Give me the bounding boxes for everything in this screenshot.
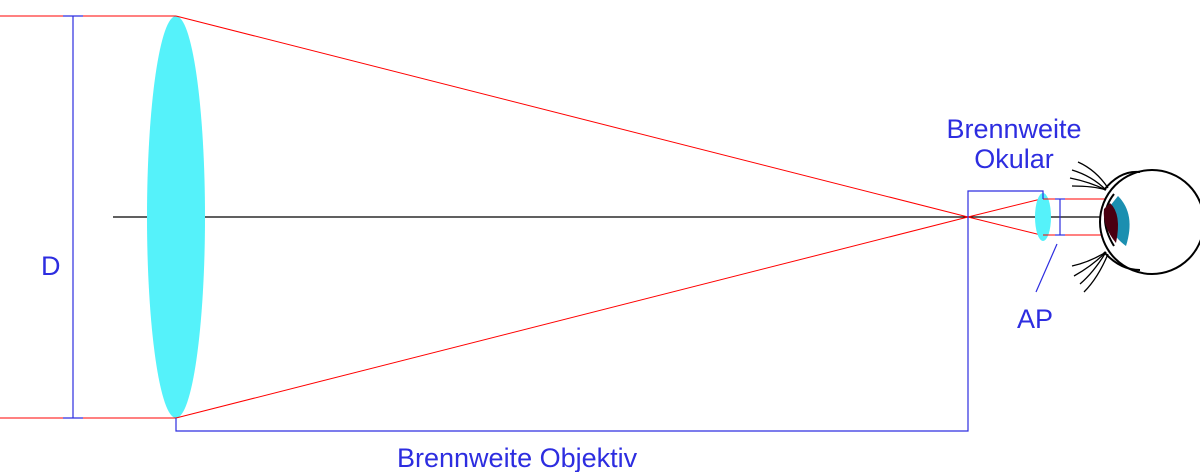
eye-icon <box>1069 161 1200 293</box>
diverging-ray-bottom <box>967 216 1042 236</box>
pupil <box>1103 203 1118 243</box>
lower-eyelashes <box>1071 251 1109 293</box>
exit-pupil-dimension <box>1055 198 1065 236</box>
objective-focal-label: Brennweite Objektiv <box>397 443 638 472</box>
eyepiece-focal-label-line1: Brennweite <box>946 114 1081 144</box>
objective-lens <box>147 16 205 418</box>
lower-eyelid <box>1103 251 1141 271</box>
upper-eyelashes <box>1069 161 1109 191</box>
exit-pupil-pointer <box>1035 243 1058 293</box>
exit-pupil-label: AP <box>1017 304 1053 334</box>
eyepiece-focal-label-line2: Okular <box>974 144 1054 174</box>
converging-ray-bottom <box>175 216 969 419</box>
eyepiece-focal-bracket <box>967 190 1044 217</box>
diameter-dimension <box>63 15 83 419</box>
diameter-label: D <box>41 251 61 281</box>
objective-focal-bracket <box>175 217 969 432</box>
converging-ray-top <box>175 15 969 218</box>
diverging-ray-top <box>967 198 1042 218</box>
eyepiece-lens <box>1035 193 1051 241</box>
